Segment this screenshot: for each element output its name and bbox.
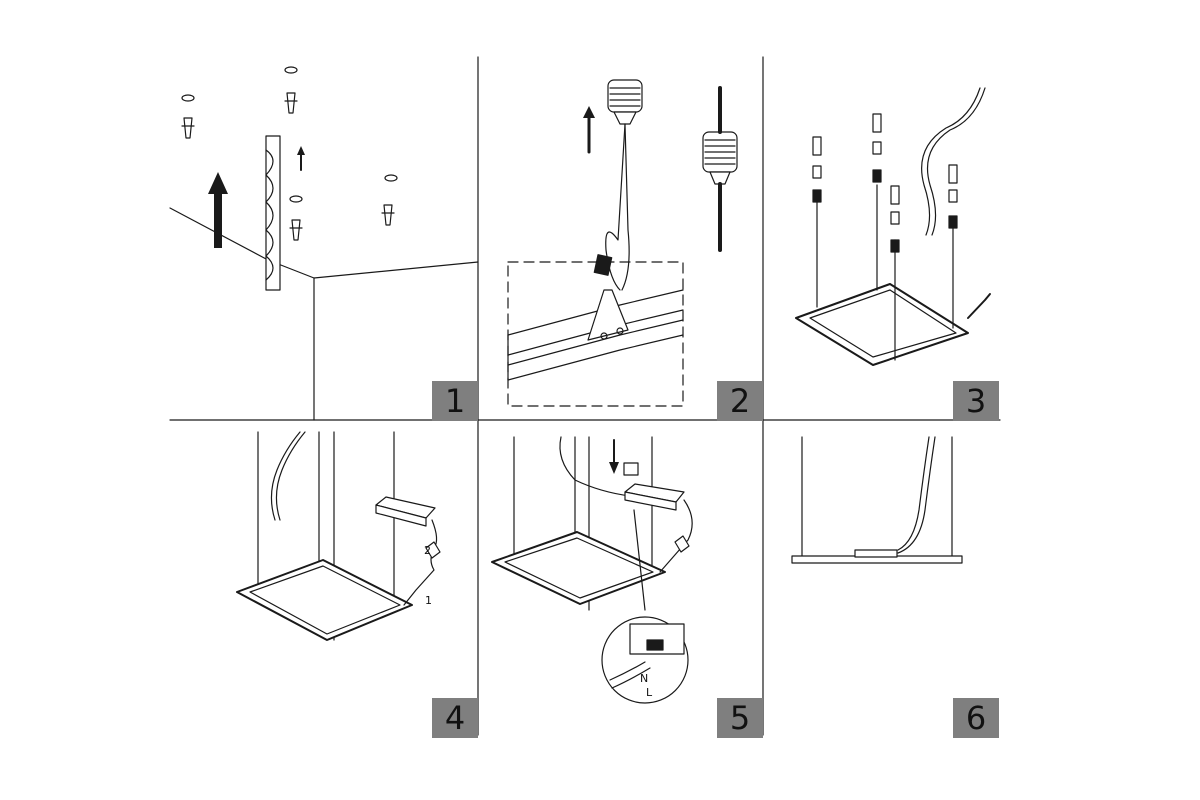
step-badge-6: 6 bbox=[953, 698, 999, 738]
up-arrow-icon bbox=[208, 172, 228, 248]
step-3-connect-cables bbox=[795, 87, 991, 366]
cable-gripper-icon bbox=[812, 113, 958, 253]
step-badge-4: 4 bbox=[432, 698, 478, 738]
panel-frame bbox=[795, 283, 969, 366]
drill-bit-icon bbox=[265, 135, 281, 291]
terminal-cover-icon bbox=[623, 462, 639, 476]
panel-grid bbox=[169, 56, 1001, 736]
step-badge-3: 3 bbox=[953, 381, 999, 421]
panel-frame bbox=[236, 559, 413, 641]
step-6-mounted-light bbox=[791, 436, 963, 564]
up-arrow-icon bbox=[583, 106, 595, 154]
led-driver-icon bbox=[624, 483, 685, 511]
terminal-zoom-circle bbox=[601, 509, 689, 704]
ceiling-fixture-icon bbox=[607, 79, 643, 125]
step-5-label-live: L bbox=[646, 686, 653, 699]
wall-anchor-icon bbox=[181, 92, 395, 241]
step-2-attach-suspension bbox=[507, 79, 738, 407]
step-4-connect-driver bbox=[236, 431, 441, 641]
led-driver-icon bbox=[375, 496, 436, 527]
down-arrow-icon bbox=[609, 439, 619, 474]
step-badge-5: 5 bbox=[717, 698, 763, 738]
drill-holes bbox=[181, 66, 398, 203]
fixture-detail-icon bbox=[702, 86, 738, 252]
profile-detail-box bbox=[507, 261, 684, 407]
panel-frame bbox=[491, 531, 666, 605]
small-up-arrow-icon bbox=[297, 146, 305, 171]
step-5-label-neutral: N bbox=[640, 672, 649, 685]
step-1-drill-ceiling bbox=[169, 66, 479, 421]
step-4-label-first: 1 bbox=[425, 594, 432, 607]
step-4-label-second: 2 bbox=[424, 544, 431, 557]
step-5-wire-terminal bbox=[491, 436, 693, 704]
step-badge-1: 1 bbox=[432, 381, 478, 421]
step-badge-2: 2 bbox=[717, 381, 763, 421]
